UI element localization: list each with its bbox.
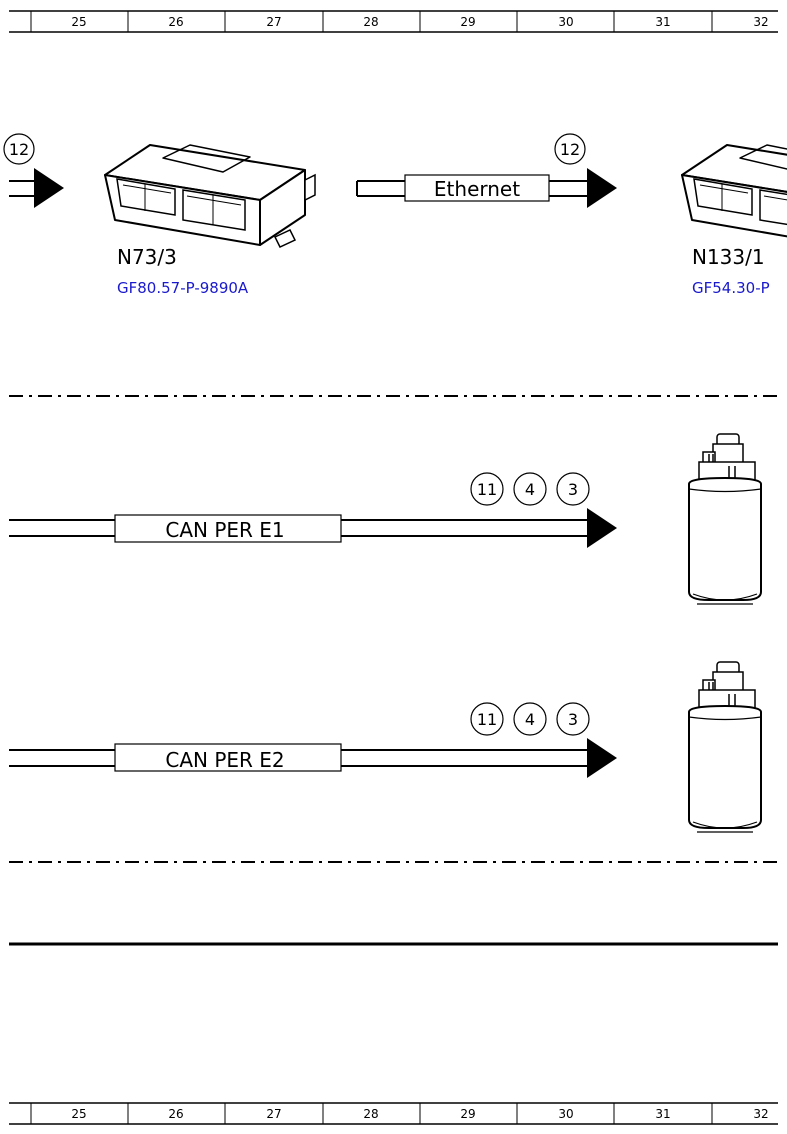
fuel-pump-component-e1[interactable] [688,433,762,605]
grid-col-label: 28 [363,15,378,29]
ecu-n133-1[interactable] [681,144,787,248]
circle-marker-label: 4 [525,480,535,499]
control-unit-icon [104,144,316,248]
ecu-n73-3[interactable] [104,144,316,248]
circle-marker [556,472,590,506]
grid-col-label: 26 [168,1107,183,1121]
circle-marker [470,472,504,506]
circle-marker [554,133,586,165]
circle-marker [513,702,547,736]
grid-col-label: 30 [558,1107,573,1121]
can-e1-label: CAN PER E1 [165,518,284,542]
circle-marker [3,133,35,165]
grid-col-label: 25 [71,15,86,29]
grid-col-label: 26 [168,15,183,29]
reference-link[interactable]: GF80.57-P-9890A [117,279,249,297]
fuel-pump-component-e2[interactable] [688,661,762,833]
ethernet-label: Ethernet [434,177,520,201]
grid-col-label: 27 [266,15,281,29]
arrow-head-icon [587,508,617,548]
incoming-connection: 12 [3,133,64,208]
reference-link[interactable]: GF54.30-P [692,279,770,297]
circle-marker-label: 11 [477,480,497,499]
grid-col-label: 32 [753,15,768,29]
grid-col-label: 25 [71,1107,86,1121]
can-per-e1-connection: CAN PER E1 11 4 3 [9,472,617,548]
grid-col-label: 32 [753,1107,768,1121]
fuel-pump-icon [688,661,762,833]
can-e2-label-box [114,743,342,772]
grid-col-label: 28 [363,1107,378,1121]
fuel-pump-icon [688,433,762,605]
grid-col-label: 31 [655,15,670,29]
arrow-head-icon [34,168,64,208]
grid-col-label: 31 [655,1107,670,1121]
can-e2-label: CAN PER E2 [165,748,284,772]
ethernet-connection: Ethernet 12 [356,133,617,208]
can-e1-label-box [114,514,342,543]
circle-marker [513,472,547,506]
circle-marker-label: 12 [9,140,29,159]
circle-marker-label: 4 [525,710,535,729]
circle-marker-label: 12 [560,140,580,159]
ethernet-label-box [404,174,550,202]
grid-strip-bottom: 25 26 27 28 29 30 31 32 [9,1102,778,1125]
circle-marker [470,702,504,736]
grid-col-label: 29 [460,15,475,29]
arrow-head-icon [587,738,617,778]
grid-col-label: 29 [460,1107,475,1121]
circle-marker-label: 3 [568,710,578,729]
grid-col-label: 27 [266,1107,281,1121]
control-unit-icon [681,144,787,248]
circle-marker-label: 11 [477,710,497,729]
arrow-head-icon [587,168,617,208]
grid-col-label: 30 [558,15,573,29]
component-designation: N73/3 [117,245,177,269]
grid-strip-top: 25 26 27 28 29 30 31 32 [9,10,778,33]
can-per-e2-connection: CAN PER E2 11 4 3 [9,702,617,778]
component-designation: N133/1 [692,245,765,269]
circle-marker-label: 3 [568,480,578,499]
circle-marker [556,702,590,736]
